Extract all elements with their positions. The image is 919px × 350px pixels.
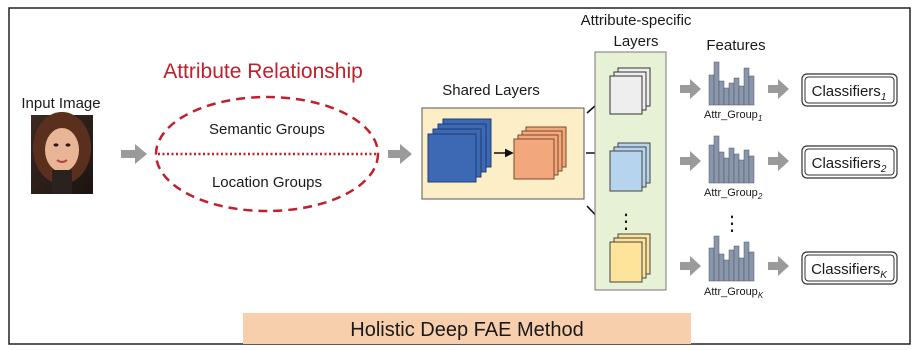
arrow-to-classifier-k xyxy=(768,256,789,276)
specific-gray-stack xyxy=(609,67,651,115)
attr-group-label-1: Attr_Group1 xyxy=(704,109,762,123)
classifier-box-k xyxy=(804,254,895,282)
attr-group-label-k: Attr_GroupK xyxy=(704,286,764,300)
histogram-2 xyxy=(708,135,755,184)
input-image-label: Input Image xyxy=(21,95,100,112)
shared-blue-stack xyxy=(427,118,492,183)
classifier-box-1 xyxy=(804,76,895,104)
attr-group-label-2: Attr_Group2 xyxy=(704,187,763,201)
specific-yellow-stack xyxy=(609,233,651,283)
histogram-k xyxy=(708,235,755,282)
classifier-label-2: Classifiers2 xyxy=(812,155,887,175)
semantic-groups-label: Semantic Groups xyxy=(209,121,325,138)
row-2: Attr_Group2 Classifiers2 xyxy=(680,135,898,201)
arrow-to-features-2 xyxy=(680,151,701,171)
features-ellipsis: ⋮ xyxy=(722,213,742,235)
method-title: Holistic Deep FAE Method xyxy=(350,319,583,341)
histogram-1 xyxy=(708,61,755,106)
arrow-to-classifier-1 xyxy=(768,79,789,99)
specific-label-line1: Attribute-specific xyxy=(581,12,692,29)
relationship-ellipse xyxy=(154,95,380,213)
location-groups-label: Location Groups xyxy=(212,174,322,191)
classifier-label-1: Classifiers1 xyxy=(812,83,887,103)
arrow-to-classifier-2 xyxy=(768,151,789,171)
arrow-to-features-k xyxy=(680,256,701,276)
specific-ellipsis: ⋮ xyxy=(616,211,636,233)
row-k: Attr_GroupK ClassifiersK xyxy=(680,235,898,300)
row-1: Attr_Group1 Classifiers1 xyxy=(680,61,898,123)
features-label: Features xyxy=(706,37,765,54)
method-banner xyxy=(243,313,691,344)
specific-blue-stack xyxy=(609,142,651,192)
arrow-to-relationship xyxy=(121,144,147,164)
shared-layers-label: Shared Layers xyxy=(442,82,540,99)
specific-label-line2: Layers xyxy=(613,33,658,50)
face-photo xyxy=(31,112,93,194)
arrow-to-features-1 xyxy=(680,79,701,99)
classifier-label-k: ClassifiersK xyxy=(811,261,888,281)
classifier-box-2 xyxy=(804,148,895,176)
relationship-title: Attribute Relationship xyxy=(163,60,363,83)
arrow-to-shared xyxy=(388,144,412,164)
shared-orange-stack xyxy=(513,126,567,180)
